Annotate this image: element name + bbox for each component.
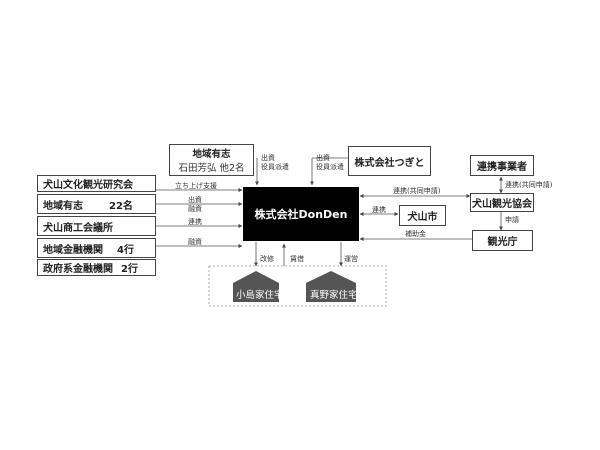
- edge-label-investment: 出資: [316, 154, 330, 162]
- entity-inuyama-chamber-of-commerce: 犬山商工会議所: [37, 216, 156, 236]
- edge-label-lease: 賃借: [290, 255, 304, 263]
- house-shape-mano: [306, 271, 356, 302]
- edge-label-officer-dispatch: 役員派遣: [316, 163, 344, 171]
- edge-label-cooperation: 連携: [372, 206, 386, 214]
- edge-label-loan: 融資: [188, 205, 202, 213]
- edge-label-joint-application: 連携(共同申請): [505, 181, 553, 189]
- edge-label-loan: 融資: [188, 238, 202, 246]
- entity-label: 地域有志: [192, 149, 231, 160]
- entity-label: 犬山文化観光研究会: [43, 180, 133, 191]
- house-shape-kojima: [233, 271, 279, 302]
- edge-label-cooperation: 連携: [188, 218, 202, 226]
- center-entity-donden: 株式会社DonDen: [243, 187, 359, 241]
- entity-label: 犬山商工会議所: [43, 222, 113, 234]
- edge-label-joint-application: 連携(共同申請): [393, 187, 441, 195]
- entity-tsugito-inc: 株式会社つぎと: [348, 146, 431, 176]
- entity-japan-tourism-agency: 観光庁: [472, 230, 533, 251]
- houses-group-outline: [208, 265, 387, 307]
- edge-label-renovation: 改修: [260, 255, 274, 263]
- center-entity-label: 株式会社DonDen: [254, 208, 348, 221]
- entity-count: 2行: [121, 264, 138, 275]
- entity-label: 犬山市: [407, 212, 438, 223]
- entity-government-financial-institutions: 政府系金融機関 2行: [37, 259, 156, 276]
- house-label-mano: 真野家住宅: [310, 290, 358, 301]
- entity-label: 地域有志: [43, 200, 83, 212]
- entity-count: 22名: [109, 200, 133, 212]
- entity-inuyama-tourism-association: 犬山観光協会: [470, 193, 534, 212]
- edge-label-investment: 出資: [261, 154, 275, 162]
- entity-local-volunteers-top: 地域有志 石田芳弘 他2名: [169, 144, 254, 176]
- entity-inuyama-city: 犬山市: [399, 205, 446, 226]
- entity-detail: 石田芳弘 他2名: [178, 163, 245, 174]
- edge-label-officer-dispatch: 役員派遣: [261, 163, 289, 171]
- entity-inuyama-culture-tourism-society: 犬山文化観光研究会: [37, 175, 156, 192]
- edge-label-launch-support: 立ち上げ支援: [175, 182, 217, 190]
- edge-label-application: 申請: [505, 216, 519, 224]
- entity-partner-businesses: 連携事業者: [470, 155, 534, 176]
- entity-label: 連携事業者: [477, 162, 527, 173]
- entity-count: 4行: [117, 244, 134, 256]
- edge-label-operation: 運営: [344, 255, 358, 263]
- entity-regional-financial-institutions: 地域金融機関 4行: [37, 238, 156, 258]
- entity-label: 地域金融機関: [43, 244, 103, 256]
- entity-label: 犬山観光協会: [472, 199, 532, 210]
- entity-label: 政府系金融機関: [43, 264, 113, 275]
- house-label-kojima: 小島家住宅: [236, 290, 284, 301]
- edge-label-investment: 出資: [188, 196, 202, 204]
- edge-label-subsidy: 補助金: [405, 230, 426, 238]
- entity-label: 観光庁: [487, 237, 518, 248]
- entity-local-volunteers: 地域有志 22名: [37, 194, 156, 214]
- entity-label: 株式会社つぎと: [354, 157, 425, 169]
